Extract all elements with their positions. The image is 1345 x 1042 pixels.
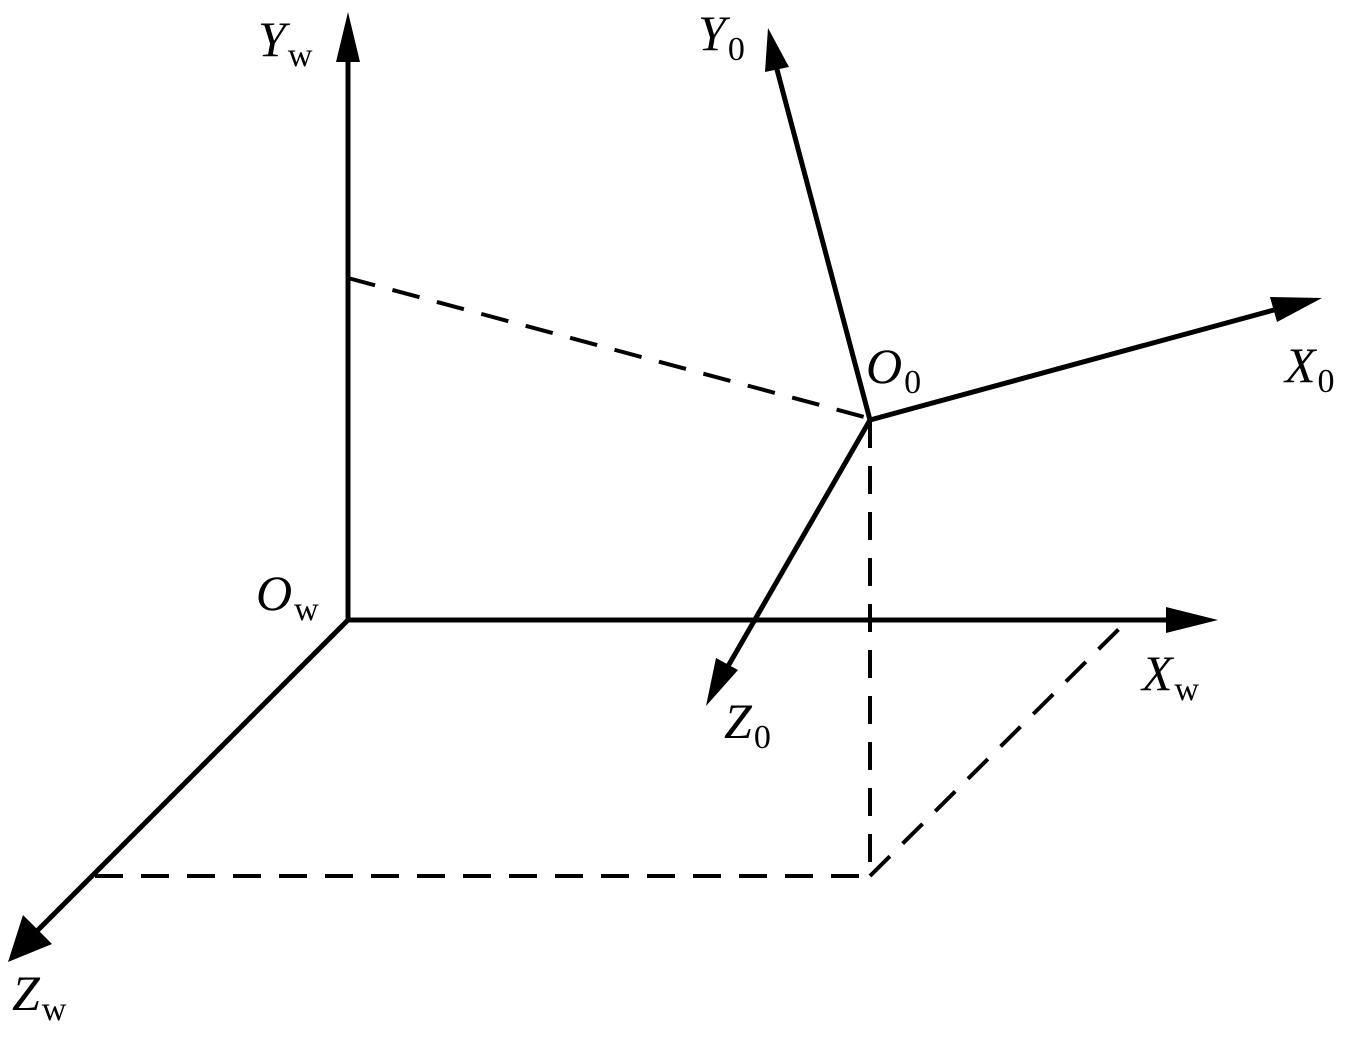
object-z-axis xyxy=(724,417,873,671)
object-y-label: Y0 xyxy=(698,5,745,68)
world-z-axis xyxy=(32,617,351,936)
world-z-arrowhead xyxy=(8,915,52,962)
object-z-label: Z0 xyxy=(724,693,771,756)
projection-floor-to-xw xyxy=(868,618,1130,878)
world-x-label: Xw xyxy=(1140,645,1200,708)
world-origin-label: Ow xyxy=(256,565,319,628)
object-frame xyxy=(706,28,1322,706)
projection-lines xyxy=(95,276,1130,878)
projection-o0-to-yw xyxy=(347,276,869,420)
world-x-arrowhead xyxy=(1166,607,1218,633)
object-z-arrowhead xyxy=(706,658,738,706)
labels: Yw Ow Xw Zw Y0 O0 X0 Z0 xyxy=(12,5,1335,1028)
object-x-axis xyxy=(867,304,1288,423)
object-x-label: X0 xyxy=(1283,337,1335,400)
world-y-arrowhead xyxy=(336,12,360,62)
world-frame xyxy=(8,12,1218,962)
world-z-label: Zw xyxy=(12,965,67,1028)
object-y-axis xyxy=(772,59,873,423)
object-x-arrowhead xyxy=(1270,297,1322,322)
object-y-arrowhead xyxy=(765,28,789,72)
object-origin-label: O0 xyxy=(866,338,921,401)
world-y-label: Yw xyxy=(258,11,313,74)
